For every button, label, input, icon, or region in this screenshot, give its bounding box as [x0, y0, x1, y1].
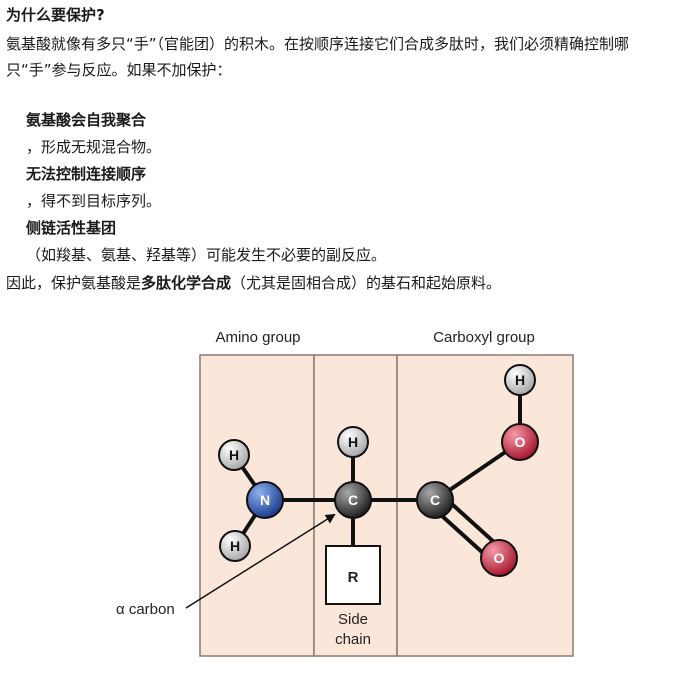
svg-text:H: H [348, 434, 358, 450]
svg-text:C: C [430, 492, 440, 508]
hydrogen-atom-hydroxyl: H [504, 364, 536, 396]
hydrogen-atom-amino-top: H [218, 439, 250, 471]
hydrogen-atom-alpha: H [337, 426, 369, 458]
item-desc-side-chain: （如羧基、氨基、羟基等）可能发生不必要的副反应。 [26, 246, 387, 264]
conclusion-text-after: （尤其是固相合成）的基石和起始原料。 [231, 274, 502, 292]
svg-text:O: O [515, 434, 526, 450]
item-desc-sequence-control: ，得不到目标序列。 [26, 192, 162, 210]
carboxyl-carbon-atom: C [416, 481, 454, 519]
svg-text:C: C [348, 492, 358, 508]
amino-acid-structure-figure: Amino group Carboxyl group R Side chain … [110, 318, 580, 663]
section-heading: 为什么要保护? [6, 6, 105, 24]
r-group-label: R [348, 569, 359, 586]
item-title-self-polymerization: 氨基酸会自我聚合 [26, 111, 147, 129]
hydroxyl-oxygen-atom: O [501, 423, 539, 461]
alpha-carbon-atom: C [334, 481, 372, 519]
side-chain-box [325, 545, 381, 605]
svg-text:H: H [515, 372, 525, 388]
hydrogen-atom-amino-bottom: H [219, 530, 251, 562]
side-chain-label-line2: chain [335, 631, 371, 648]
item-title-sequence-control: 无法控制连接顺序 [26, 165, 147, 183]
svg-text:H: H [229, 447, 239, 463]
conclusion-paragraph: 因此，保护氨基酸是多肽化学合成（尤其是固相合成）的基石和起始原料。 [6, 272, 501, 294]
nitrogen-atom: N [246, 481, 284, 519]
amino-group-label: Amino group [215, 329, 300, 346]
carboxyl-group-label: Carboxyl group [433, 329, 535, 346]
svg-text:N: N [260, 492, 270, 508]
alpha-carbon-label: α carbon [116, 601, 175, 618]
conclusion-text-bold: 多肽化学合成 [141, 274, 232, 292]
svg-text:H: H [230, 538, 240, 554]
item-title-side-chain: 侧链活性基团 [26, 219, 117, 237]
item-desc-self-polymerization: ，形成无规混合物。 [26, 138, 162, 156]
conclusion-text-before: 因此，保护氨基酸是 [6, 274, 142, 292]
intro-paragraph: 氨基酸就像有多只“手”（官能团）的积木。在按顺序连接它们合成多肽时，我们必须精确… [6, 35, 630, 79]
side-chain-label-line1: Side [338, 611, 368, 628]
carbonyl-oxygen-atom: O [480, 539, 518, 577]
svg-text:O: O [494, 550, 505, 566]
alpha-carbon-arrow [185, 513, 336, 609]
